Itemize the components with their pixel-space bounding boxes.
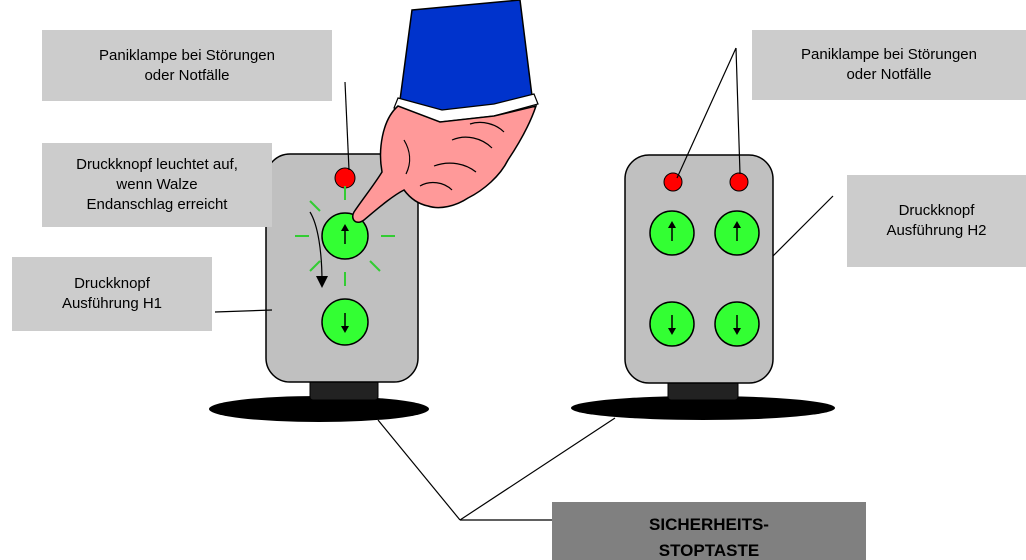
h2-label: Druckknopf Ausführung H2 — [847, 175, 1026, 267]
pendant-h2 — [571, 154, 835, 420]
sleeve — [399, 0, 533, 113]
pendant-body-left — [265, 153, 419, 383]
arrow-up-icon — [733, 221, 741, 241]
pendant-body-right — [624, 154, 774, 384]
up-button-right-2[interactable] — [714, 210, 760, 256]
down-button-right-1[interactable] — [649, 301, 695, 347]
down-button-right-2[interactable] — [714, 301, 760, 347]
safety-stop-label: SICHERHEITS- STOPTASTE — [552, 502, 866, 560]
h1-label: Druckknopf Ausführung H1 — [12, 257, 212, 331]
arrow-down-icon — [668, 315, 676, 335]
safety-stop-base-left[interactable] — [209, 396, 429, 422]
hand — [352, 104, 538, 224]
leader-lines — [214, 47, 834, 521]
arrow-down-icon — [341, 313, 349, 333]
button-light-label: Druckknopf leuchtet auf, wenn Walze Enda… — [42, 143, 272, 227]
arrow-up-icon — [341, 224, 349, 244]
pendant-h1 — [209, 153, 429, 422]
up-button-right-1[interactable] — [649, 210, 695, 256]
panic-lamp-right-2[interactable] — [729, 172, 749, 192]
arrow-up-icon — [668, 221, 676, 241]
panic-lamp-left[interactable] — [334, 167, 356, 189]
panic-lamp-label-left: Paniklampe bei Störungen oder Notfälle — [42, 30, 332, 101]
panic-lamp-label-right: Paniklampe bei Störungen oder Notfälle — [752, 30, 1026, 100]
up-button-left[interactable] — [321, 212, 369, 260]
down-button-left[interactable] — [321, 298, 369, 346]
panic-lamp-right-1[interactable] — [663, 172, 683, 192]
hand-illustration — [352, 0, 539, 224]
arrow-down-icon — [733, 315, 741, 335]
safety-stop-base-right[interactable] — [571, 396, 835, 420]
